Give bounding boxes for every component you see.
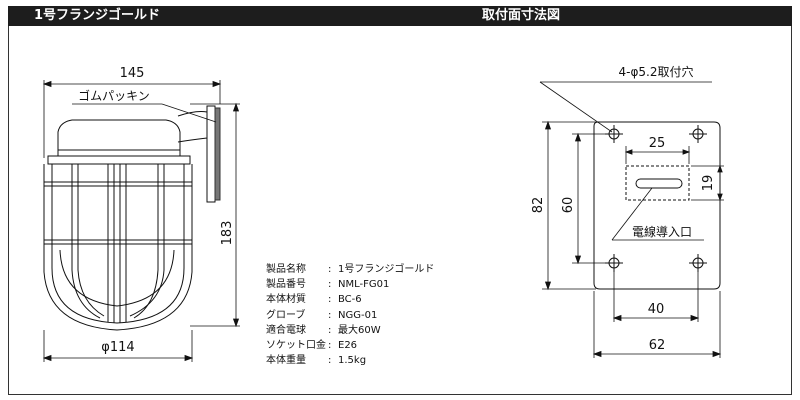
width-label: 145 xyxy=(120,66,145,81)
rubber-gasket xyxy=(214,107,221,201)
spec-value: 1号フランジゴールド xyxy=(338,264,435,275)
outer-width-label: 62 xyxy=(649,338,666,353)
spec-value: BC-6 xyxy=(338,294,362,306)
gasket-leader xyxy=(72,103,217,123)
lamp-side-view xyxy=(43,105,221,331)
cable-inlet-leader xyxy=(611,187,704,241)
spec-row: ソケット口金:E26 xyxy=(266,338,434,353)
spec-value: E26 xyxy=(338,340,358,352)
spec-row: 本体重量:1.5kg xyxy=(266,353,434,368)
spec-row: 製品名称:1号フランジゴールド xyxy=(266,262,434,277)
diameter-label: φ114 xyxy=(101,340,134,355)
spec-row: 本体材質:BC-6 xyxy=(266,292,434,307)
gasket-label: ゴムパッキン xyxy=(78,88,150,103)
cable-inlet-area xyxy=(625,165,690,201)
spec-label: グローブ xyxy=(266,309,306,321)
lamp-top-cap xyxy=(57,119,181,157)
spec-value: 1.5kg xyxy=(338,355,367,367)
spec-table: 製品名称:1号フランジゴールド 製品番号:NML-FG01 本体材質:BC-6 … xyxy=(266,262,434,368)
slot-height-dimension xyxy=(691,164,724,202)
glass-globe xyxy=(51,164,185,324)
mounting-dimension-title: 取付面寸法図 xyxy=(482,8,561,23)
outer-height-label: 82 xyxy=(531,197,546,214)
outer-height-dimension xyxy=(542,120,596,291)
height-dimension xyxy=(190,102,240,328)
spec-row: 適合電球:最大60W xyxy=(266,323,434,338)
spec-value: NGG-01 xyxy=(338,309,378,321)
outer-width-dimension xyxy=(592,291,722,358)
diameter-dimension xyxy=(42,330,194,362)
height-label: 183 xyxy=(220,221,235,246)
inner-height-label: 60 xyxy=(561,197,576,214)
header-bar: 1号フランジゴールド 取付面寸法図 xyxy=(8,6,792,26)
lamp-arm xyxy=(177,111,208,143)
cable-inlet-slot xyxy=(635,178,683,189)
cable-inlet-label: 電線導入口 xyxy=(632,224,692,239)
mounting-plate-view xyxy=(593,121,721,290)
spec-value: 最大60W xyxy=(338,324,381,336)
spec-label: ソケット口金 xyxy=(266,340,326,352)
product-title: 1号フランジゴールド xyxy=(34,8,161,23)
slot-width-dimension xyxy=(624,146,691,164)
inner-width-dimension xyxy=(612,272,700,322)
mounting-holes xyxy=(605,125,707,272)
hole-label: 4-φ5.2取付穴 xyxy=(619,64,694,79)
spec-label: 本体材質 xyxy=(266,294,306,306)
slot-height-label: 19 xyxy=(701,175,716,192)
drawing-frame xyxy=(8,26,792,395)
spec-row: グローブ:NGG-01 xyxy=(266,308,434,323)
spec-value: NML-FG01 xyxy=(338,279,390,291)
spec-row: 製品番号:NML-FG01 xyxy=(266,277,434,292)
spec-label: 本体重量 xyxy=(266,355,306,367)
lamp-collar xyxy=(47,155,191,165)
inner-height-dimension xyxy=(572,132,606,265)
spec-label: 適合電球 xyxy=(266,324,306,336)
width-dimension xyxy=(42,80,222,158)
inner-width-label: 40 xyxy=(648,302,665,317)
spec-label: 製品番号 xyxy=(266,279,306,291)
hole-leader xyxy=(539,81,712,133)
slot-width-label: 25 xyxy=(649,136,666,151)
mounting-plate xyxy=(593,121,721,290)
spec-label: 製品名称 xyxy=(266,264,306,275)
